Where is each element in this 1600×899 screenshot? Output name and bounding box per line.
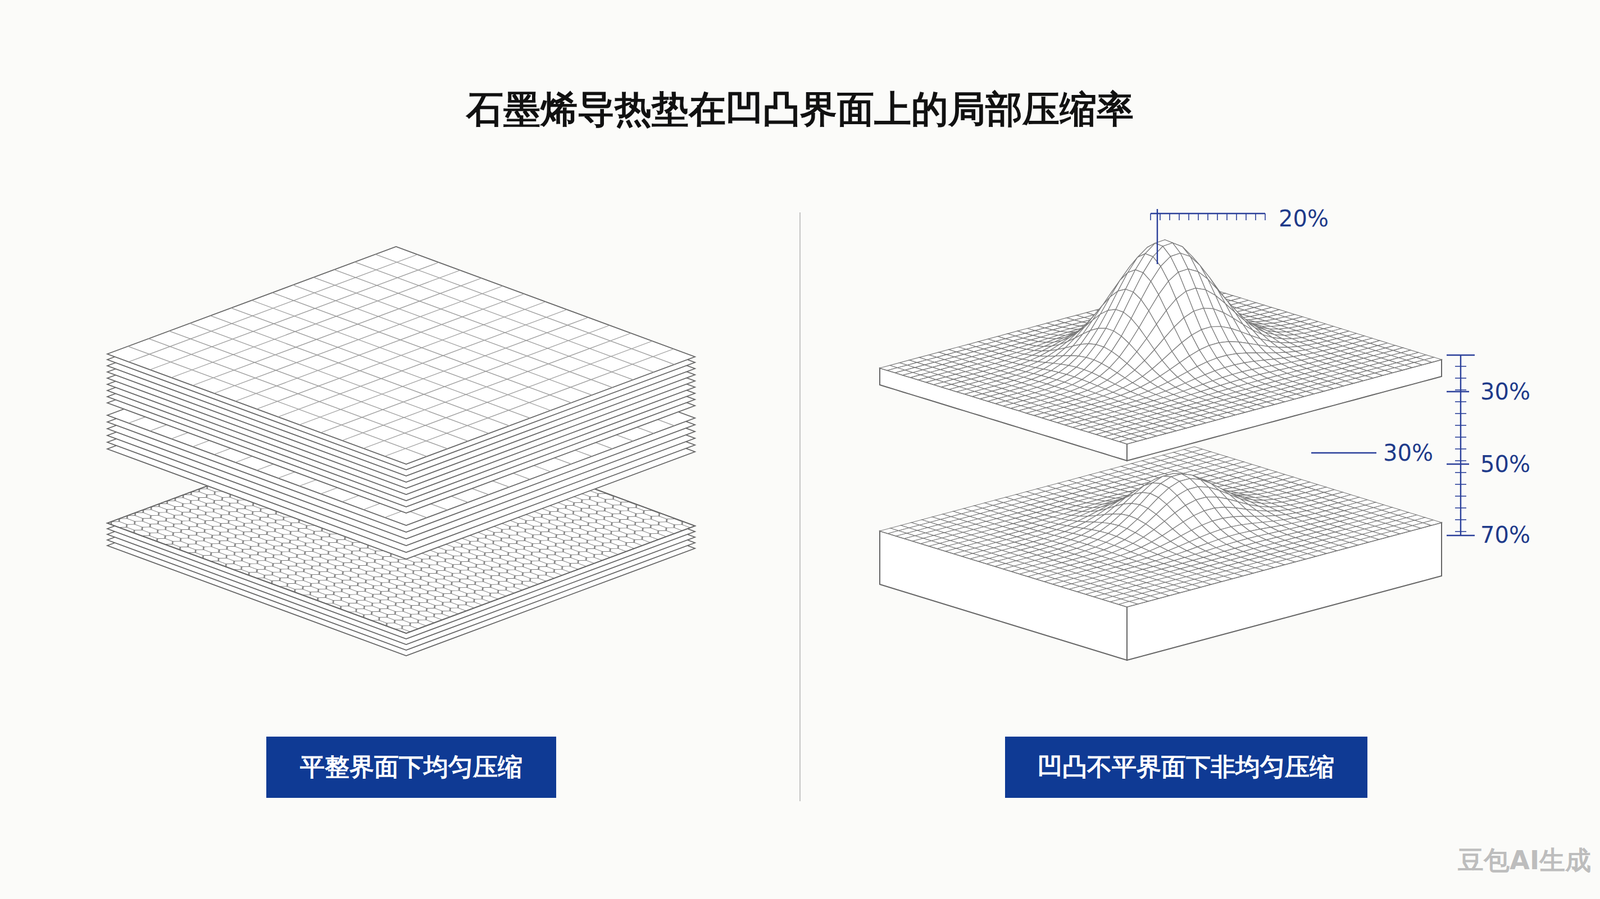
- grid-line: [256, 301, 546, 409]
- side-face: [879, 530, 1127, 661]
- grid-line: [320, 325, 610, 433]
- panel-divider: [799, 212, 801, 802]
- grid-line: [375, 254, 675, 365]
- grid-line: [363, 341, 653, 449]
- grid-line: [342, 333, 631, 441]
- layer-stack: [107, 246, 695, 656]
- side-face: [879, 367, 1127, 461]
- grid-line: [278, 309, 567, 417]
- grid-line: [272, 292, 572, 403]
- grid-line: [299, 317, 589, 425]
- grid-line: [384, 348, 674, 457]
- grid-line: [355, 261, 654, 372]
- mesh-cell: [1118, 601, 1138, 608]
- grid-line: [334, 269, 634, 380]
- grid-line: [251, 300, 551, 411]
- side-face: [1126, 522, 1442, 661]
- grid-line: [292, 284, 592, 395]
- sheet-layer: [107, 246, 695, 465]
- grid-line: [313, 277, 613, 388]
- deformed-pad: [879, 239, 1442, 661]
